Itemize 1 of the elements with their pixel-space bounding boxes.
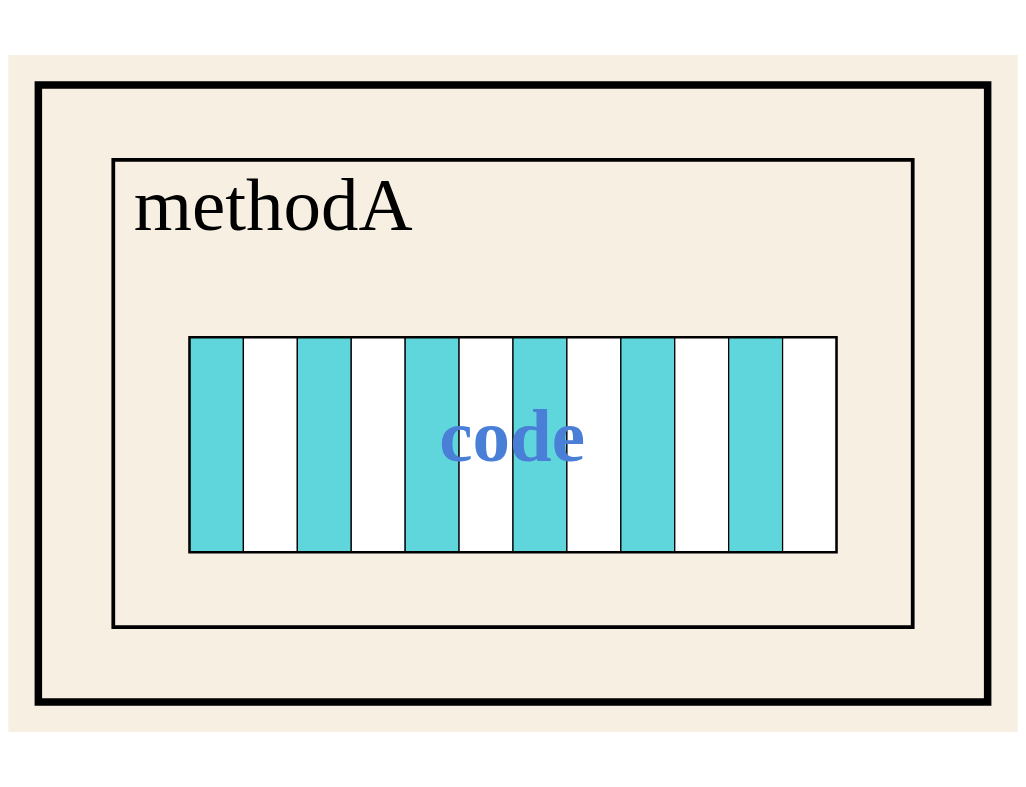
cluster [34, 81, 992, 706]
